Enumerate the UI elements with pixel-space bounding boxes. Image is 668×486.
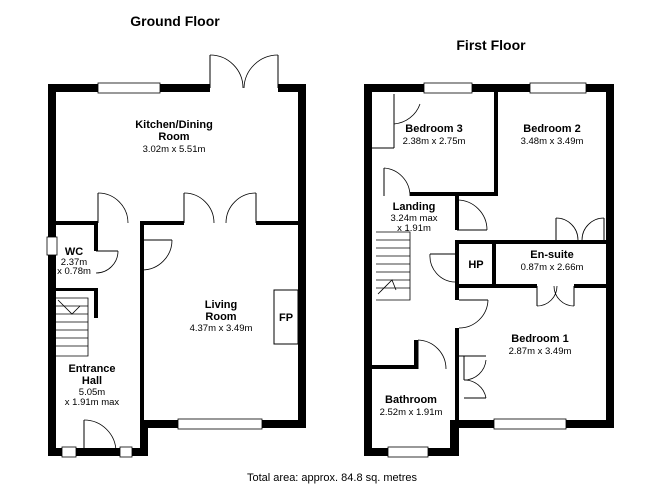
fireplace (273, 289, 299, 345)
bathroom-name: Bathroom (385, 394, 437, 406)
bathroom-door (417, 339, 447, 370)
living-name-line1: Living (205, 299, 237, 311)
hall-window-right (119, 446, 133, 458)
total-area: Total area: approx. 84.8 sq. metres (247, 472, 417, 484)
wc-dims-line2: x 0.78m (57, 266, 91, 277)
bedroom1-name: Bedroom 1 (511, 333, 568, 345)
ground-floor-plan: Ground Floor (46, 13, 306, 458)
bedroom1-dims: 2.87m x 3.49m (509, 346, 572, 357)
ground-floor-stairs (56, 297, 89, 357)
landing-door-bedroom2 (456, 199, 488, 231)
hp-label: HP (468, 259, 483, 271)
bedroom2-dims: 3.48m x 3.49m (521, 136, 584, 147)
hall-name-line2: Hall (82, 375, 102, 387)
bedroom1-window (493, 418, 567, 430)
kitchen-dims: 3.02m x 5.51m (143, 144, 206, 155)
patio-doors (209, 54, 279, 89)
hall-name-line1: Entrance (68, 363, 115, 375)
bathroom-window (387, 446, 429, 458)
ground-floor-title: Ground Floor (130, 13, 220, 29)
ensuite-dims: 0.87m x 2.66m (521, 262, 584, 273)
first-floor-stairs (376, 231, 411, 301)
bedroom3-window (423, 82, 473, 94)
first-floor-interior-walls (372, 92, 614, 456)
ground-floor-interior-walls (56, 221, 298, 428)
bathroom-dims: 2.52m x 1.91m (380, 407, 443, 418)
front-door (83, 419, 117, 453)
wc-door (95, 250, 119, 274)
hall-kitchen-door (97, 192, 129, 224)
first-floor-plan: First Floor (364, 37, 614, 458)
landing-dims-line1: 3.24m max (391, 213, 438, 224)
bedroom1-door (458, 299, 489, 329)
bedroom3-dims: 2.38m x 2.75m (403, 136, 466, 147)
bedroom2-name: Bedroom 2 (523, 123, 580, 135)
wc-window (46, 236, 58, 256)
living-dims: 4.37m x 3.49m (190, 323, 253, 334)
first-floor-title: First Floor (456, 37, 526, 53)
bedroom2-window (529, 82, 587, 94)
kitchen-living-double-door (183, 192, 257, 224)
wc-dims-line1: 2.37m (61, 257, 87, 268)
wc-name: WC (65, 246, 83, 258)
kitchen-window (97, 82, 161, 94)
hall-dims-line1: 5.05m (79, 387, 105, 398)
landing-dims-line2: x 1.91m (397, 223, 431, 234)
landing-name: Landing (393, 201, 436, 213)
ensuite-name: En-suite (530, 249, 573, 261)
hall-dims-line2: x 1.91m max (65, 397, 120, 408)
ensuite-door (536, 285, 575, 307)
hall-window-left (61, 446, 77, 458)
living-room-window (177, 418, 263, 430)
hall-living-door (141, 239, 173, 271)
kitchen-name-line1: Kitchen/Dining (135, 119, 213, 131)
ensuite-wardrobe-doors (555, 217, 605, 241)
fireplace-label: FP (279, 312, 293, 324)
living-name-line2: Room (205, 311, 236, 323)
bedroom3-door (372, 94, 421, 149)
landing-door-bedroom3 (383, 167, 411, 197)
kitchen-name-line2: Room (158, 131, 189, 143)
hp-door (429, 253, 456, 283)
bedroom1-wardrobe-doors (459, 355, 487, 399)
bedroom3-name: Bedroom 3 (405, 123, 462, 135)
